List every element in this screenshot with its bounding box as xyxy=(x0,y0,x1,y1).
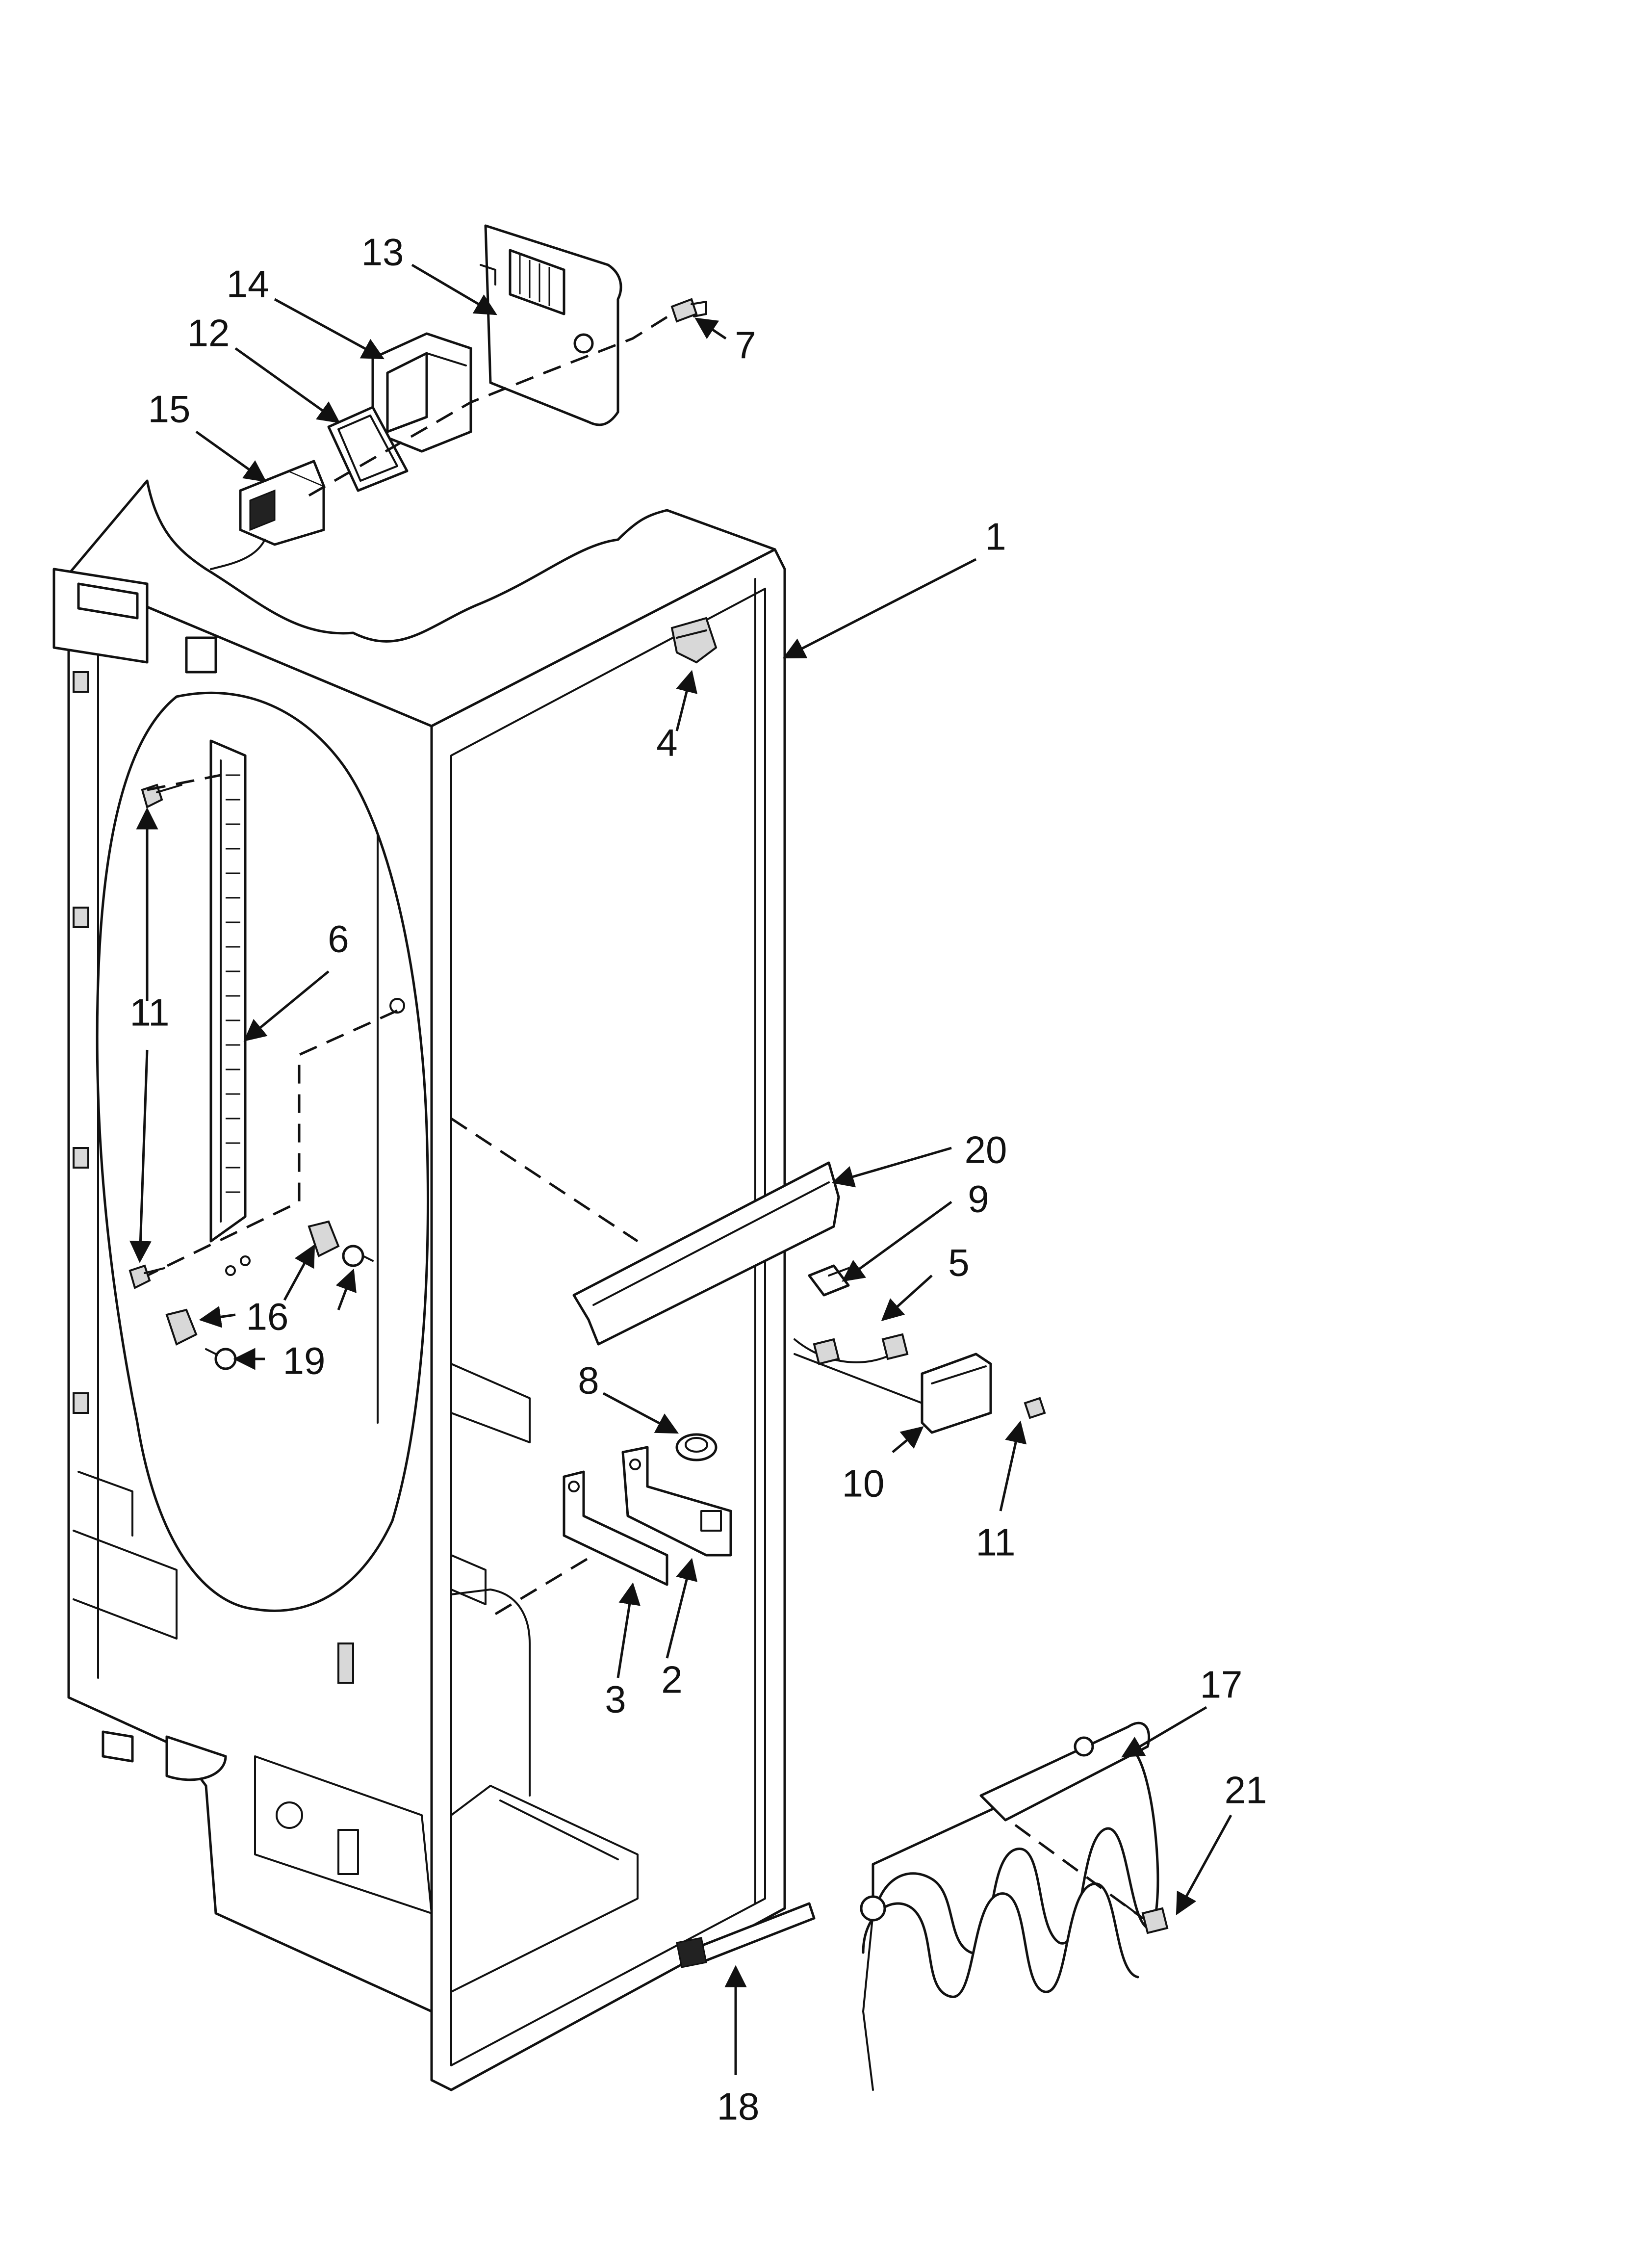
evaporator-17 xyxy=(860,1721,1159,2091)
bracket-4 xyxy=(670,617,718,664)
tie-strap-18 xyxy=(676,1902,816,1968)
callout-6: 6 xyxy=(328,917,349,961)
callout-13: 13 xyxy=(361,231,404,274)
callout-21: 21 xyxy=(1225,1769,1267,1812)
bracket-3 xyxy=(563,1470,668,1586)
callout-12: 12 xyxy=(187,312,230,355)
callout-3: 3 xyxy=(605,1678,626,1721)
light-socket-lower xyxy=(165,1308,237,1370)
callout-2: 2 xyxy=(661,1658,682,1701)
callout-18: 18 xyxy=(717,2085,760,2128)
callout-11-left: 11 xyxy=(130,991,170,1034)
callout-9: 9 xyxy=(968,1177,989,1221)
dash-control-line xyxy=(308,313,673,497)
ladder-slots xyxy=(226,774,240,1193)
callout-15: 15 xyxy=(148,388,191,431)
control-housing-13 xyxy=(480,224,622,426)
callout-7: 7 xyxy=(735,324,756,367)
interior-cutaway xyxy=(96,691,429,1612)
callout-1: 1 xyxy=(985,515,1006,558)
callout-labels: 1 2 3 4 5 6 7 8 9 10 11 11 12 13 14 15 1… xyxy=(130,231,1267,2128)
plug-8 xyxy=(675,1433,718,1461)
clip-9 xyxy=(808,1264,850,1297)
thermostat-15 xyxy=(210,460,325,570)
callout-11-right: 11 xyxy=(976,1521,1016,1564)
bracket-2 xyxy=(621,1446,732,1557)
callout-10: 10 xyxy=(842,1462,885,1505)
callout-20: 20 xyxy=(965,1128,1007,1172)
callout-19: 19 xyxy=(283,1339,326,1382)
shelf-ladder xyxy=(209,739,247,1243)
channel-20 xyxy=(572,1161,840,1346)
callout-16: 16 xyxy=(246,1295,289,1338)
callout-17: 17 xyxy=(1200,1663,1243,1706)
callout-8: 8 xyxy=(578,1359,599,1402)
leader-lines xyxy=(129,263,1232,2075)
gasket-12 xyxy=(327,406,409,492)
callout-5: 5 xyxy=(948,1241,969,1284)
screw-top xyxy=(141,783,182,808)
callout-4: 4 xyxy=(656,721,677,764)
callout-14: 14 xyxy=(227,262,269,306)
switch-10 xyxy=(921,1353,1046,1434)
control-knob-14 xyxy=(371,332,472,453)
screw-7 xyxy=(670,298,707,323)
light-socket-upper xyxy=(308,1220,374,1267)
harness-5 xyxy=(794,1333,923,1404)
